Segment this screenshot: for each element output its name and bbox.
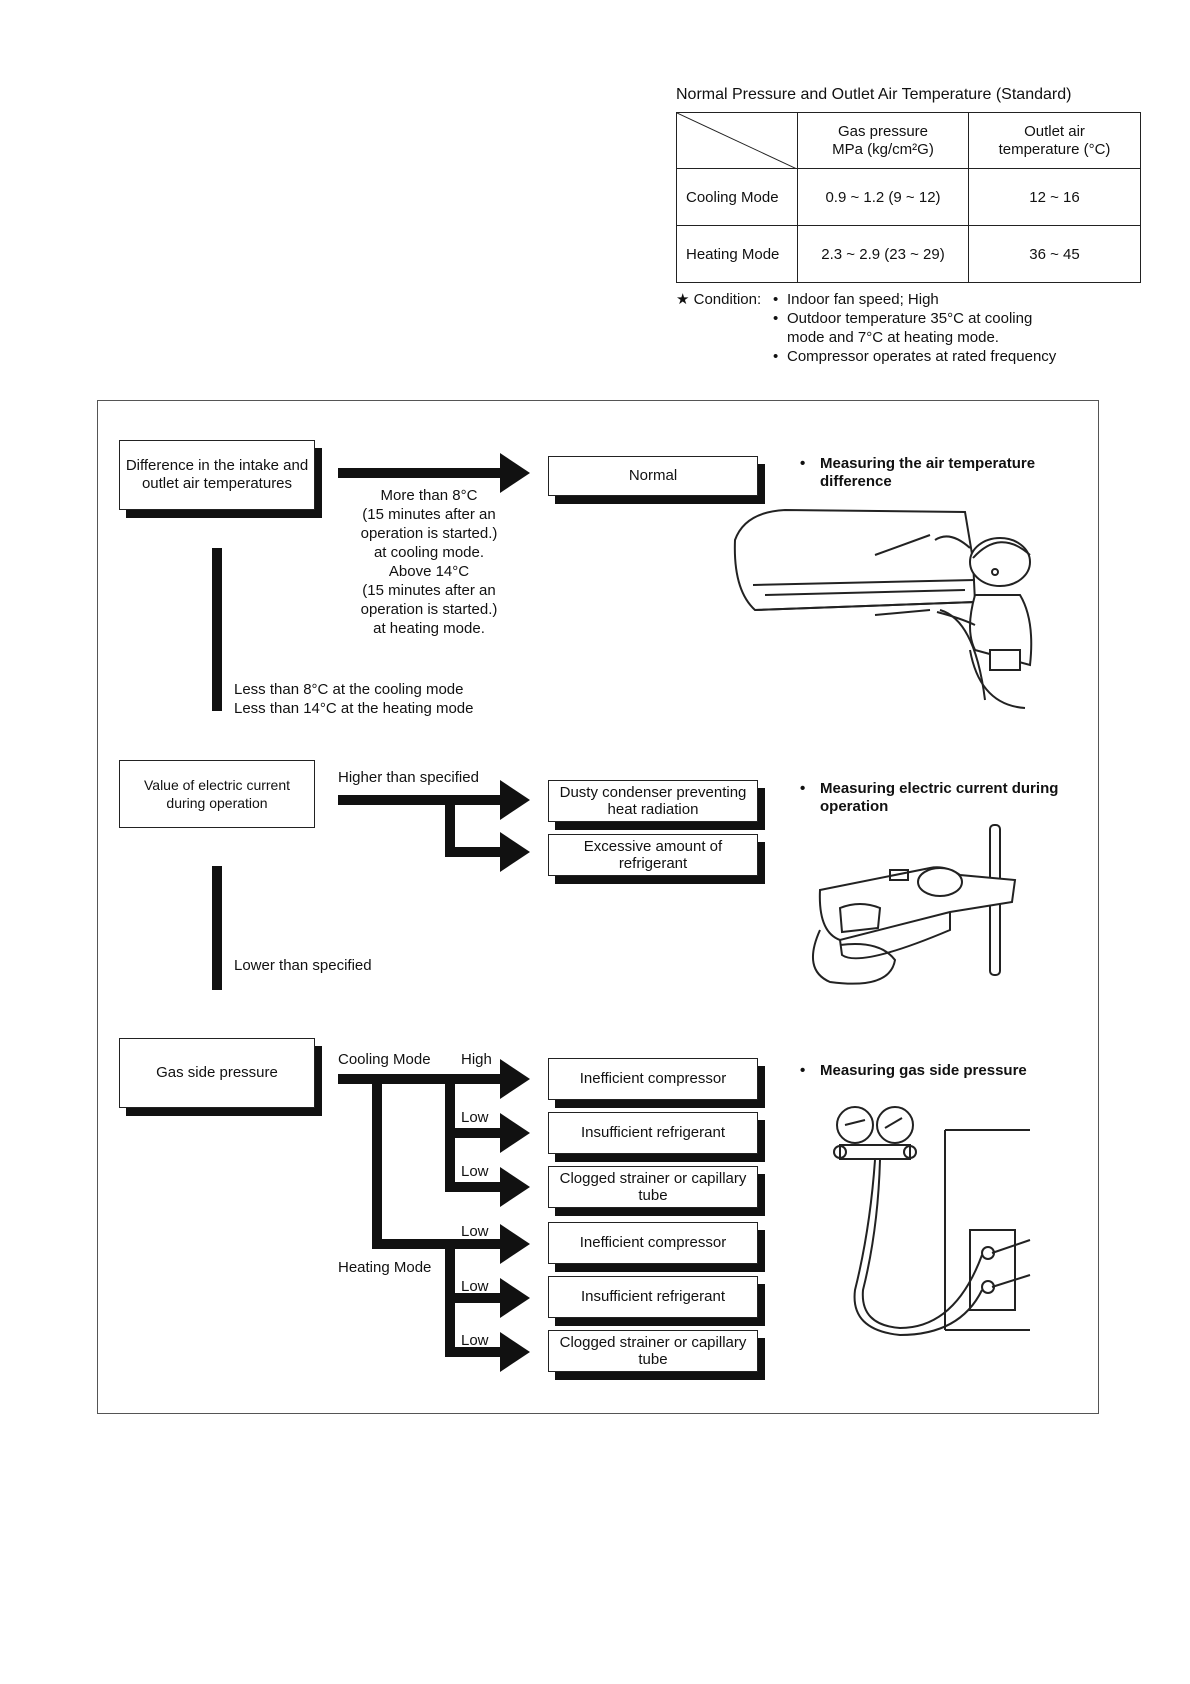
standard-pressure-table: Gas pressure MPa (kg/cm²G) Outlet air te…	[676, 112, 1141, 283]
condition-more-than: More than 8°C (15 minutes after an opera…	[360, 487, 498, 637]
technician-measuring-icon	[733, 508, 1033, 709]
arrow-cooling-low-2	[445, 1133, 530, 1207]
condition-higher: Higher than specified	[338, 769, 479, 786]
note-gas-pressure: Measuring gas side pressure	[800, 1062, 1080, 1080]
diagonal-line-icon	[677, 113, 797, 169]
clamp-meter-icon	[812, 824, 1017, 985]
note-electric-current: Measuring electric current during operat…	[800, 780, 1080, 816]
result-normal: Normal	[548, 456, 758, 496]
branch-label-low: Low	[461, 1109, 489, 1126]
col-header-outlet-temp: Outlet air temperature (°C)	[968, 112, 1141, 169]
row-label: Cooling Mode	[676, 168, 798, 226]
condition-item: Indoor fan speed; High	[773, 290, 1103, 309]
table-row: Cooling Mode 0.9 ~ 1.2 (9 ~ 12) 12 ~ 16	[676, 168, 1141, 226]
result-dusty-condenser: Dusty condenser preventing heat radiatio…	[548, 780, 758, 822]
row-label: Heating Mode	[676, 225, 798, 283]
arrow-heating-low-3	[445, 1298, 530, 1372]
table-corner-cell	[676, 112, 798, 169]
condition-item: Compressor operates at rated frequency	[773, 347, 1103, 366]
pressure-value: 0.9 ~ 1.2 (9 ~ 12)	[797, 168, 969, 226]
condition-item: Outdoor temperature 35°C at cooling	[773, 309, 1103, 328]
pressure-value: 2.3 ~ 2.9 (23 ~ 29)	[797, 225, 969, 283]
result-clogged-strainer: Clogged strainer or capillary tube	[548, 1330, 758, 1372]
air-temp-difference-box: Difference in the intake and outlet air …	[119, 440, 315, 510]
cooling-mode-label: Cooling Mode	[338, 1051, 431, 1068]
result-inefficient-compressor: Inefficient compressor	[548, 1058, 758, 1100]
condition-less-heating: Less than 14°C at the heating mode	[234, 700, 474, 717]
gas-side-pressure-box: Gas side pressure	[119, 1038, 315, 1108]
flow-bar-1	[212, 548, 222, 711]
result-insufficient-refrigerant: Insufficient refrigerant	[548, 1112, 758, 1154]
table-row: Heating Mode 2.3 ~ 2.9 (23 ~ 29) 36 ~ 45	[676, 225, 1141, 283]
temp-value: 12 ~ 16	[968, 168, 1141, 226]
note-air-temp: Measuring the air temperature difference	[800, 455, 1080, 491]
result-inefficient-compressor: Inefficient compressor	[548, 1222, 758, 1264]
result-clogged-strainer: Clogged strainer or capillary tube	[548, 1166, 758, 1208]
condition-item-continued: mode and 7°C at heating mode.	[787, 329, 999, 346]
condition-lower: Lower than specified	[234, 957, 372, 974]
branch-label-low: Low	[461, 1163, 489, 1180]
arrow-to-excessive-refrigerant	[445, 800, 530, 872]
result-excessive-refrigerant: Excessive amount of refrigerant	[548, 834, 758, 876]
heating-mode-label: Heating Mode	[338, 1259, 432, 1276]
branch-label-low: Low	[461, 1332, 489, 1349]
branch-label-high: High	[461, 1051, 492, 1068]
arrow-heating-low-1	[372, 1079, 530, 1264]
manifold-gauge-icon	[833, 1106, 1031, 1337]
temp-value: 36 ~ 45	[968, 225, 1141, 283]
col-header-gas-pressure: Gas pressure MPa (kg/cm²G)	[797, 112, 969, 169]
troubleshooting-flowchart	[97, 400, 1099, 1414]
electric-current-box: Value of electric current during operati…	[119, 760, 315, 828]
branch-label-low: Low	[461, 1223, 489, 1240]
condition-less-cooling: Less than 8°C at the cooling mode	[234, 681, 464, 698]
table-caption: Normal Pressure and Outlet Air Temperatu…	[676, 86, 1072, 103]
flow-bar-2	[212, 866, 222, 990]
condition-label: ★ Condition:	[676, 291, 762, 308]
result-insufficient-refrigerant: Insufficient refrigerant	[548, 1276, 758, 1318]
branch-label-low: Low	[461, 1278, 489, 1295]
